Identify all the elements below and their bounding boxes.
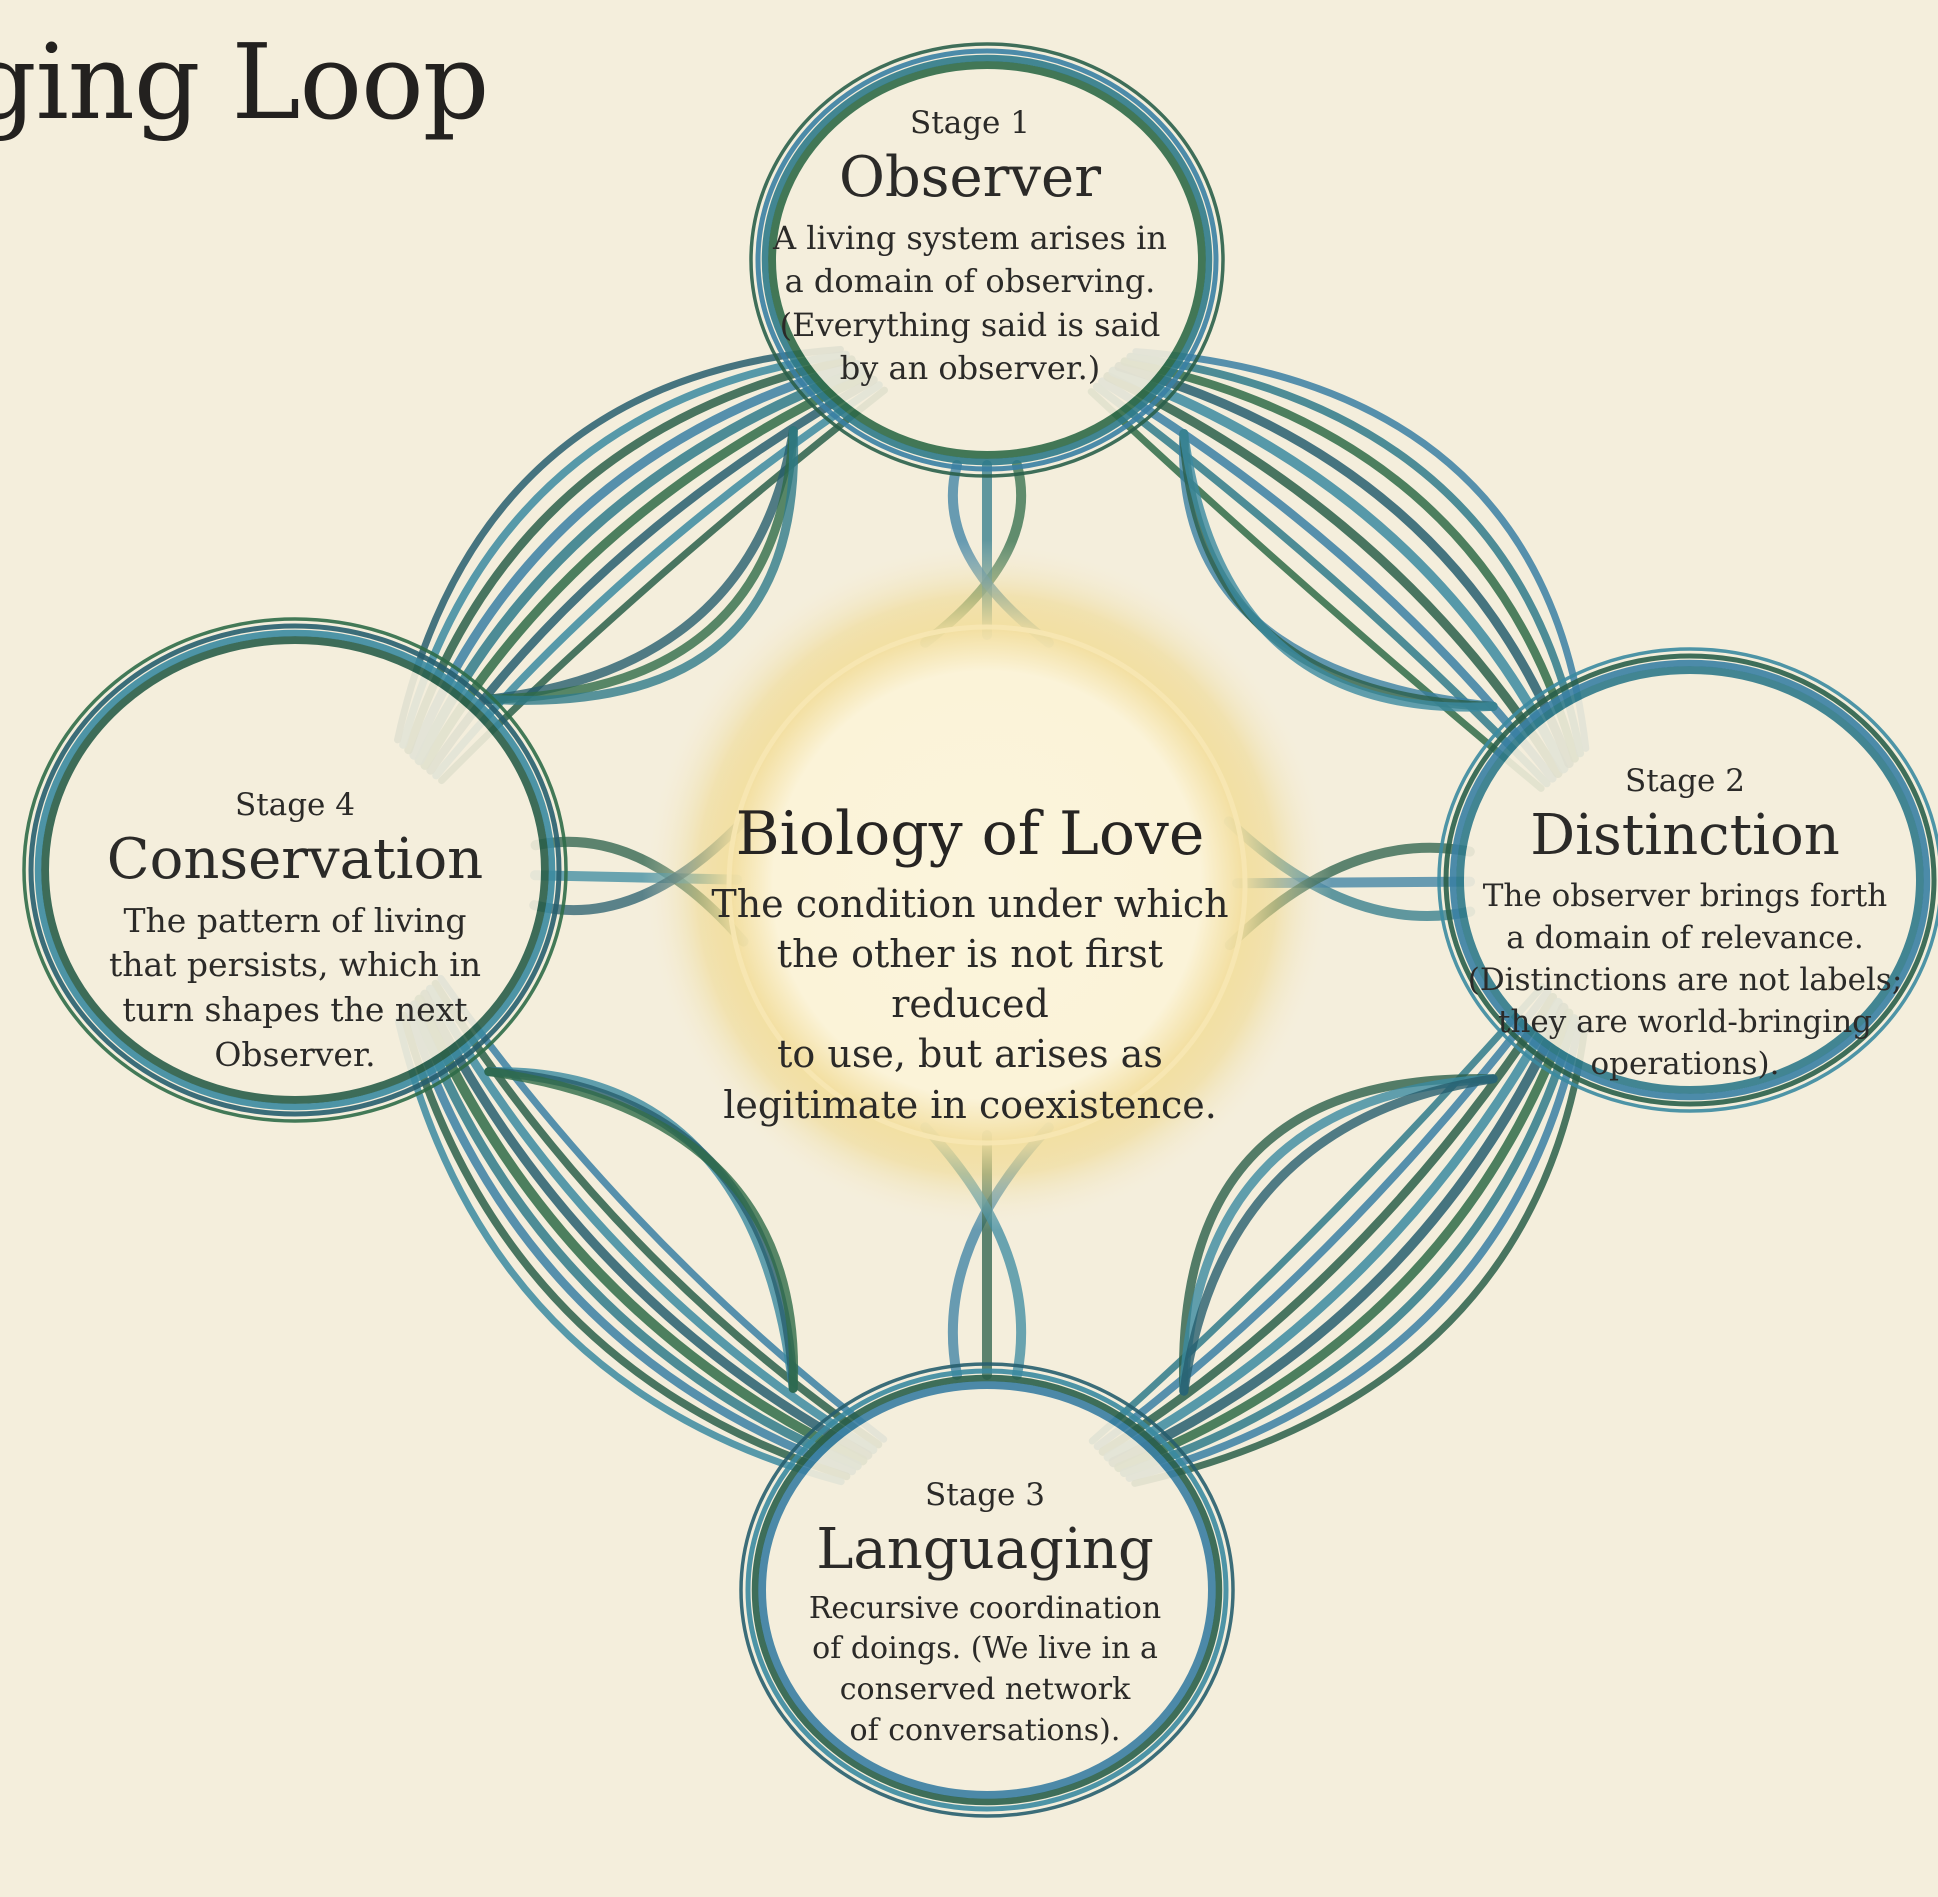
- stage-description: The pattern of living that persists, whi…: [108, 900, 482, 1075]
- strand: [1132, 348, 1590, 752]
- lobe-outline: [34, 629, 556, 1111]
- strand: [1120, 357, 1579, 763]
- lobe-outline: [758, 1381, 1216, 1799]
- strand: [1179, 1074, 1498, 1396]
- diagram-title: ging Loop: [0, 21, 489, 143]
- lobe-outline: [22, 617, 568, 1123]
- strand: [409, 1000, 862, 1471]
- strand: [1098, 992, 1558, 1456]
- strand: [1131, 1025, 1589, 1487]
- stage-name: Distinction: [1530, 803, 1840, 869]
- strand: [431, 979, 883, 1449]
- lobe-outline: [41, 636, 549, 1104]
- stage-label: Stage 1: [910, 105, 1030, 141]
- lobe-outline: [745, 1368, 1229, 1812]
- strand: [394, 1017, 845, 1486]
- center-title: Biology of Love: [735, 799, 1205, 869]
- stage-label: Stage 3: [925, 1477, 1045, 1513]
- lobe-outline: [1456, 666, 1924, 1094]
- strand: [425, 984, 878, 1455]
- strand: [420, 989, 873, 1460]
- stage-name: Conservation: [106, 827, 484, 893]
- strand: [399, 1011, 851, 1481]
- stage-distinction-node: Stage 2 Distinction The observer brings …: [1450, 763, 1920, 1085]
- stage-description: Recursive coordination of doings. (We li…: [808, 1590, 1162, 1748]
- lobe-outline: [761, 54, 1213, 466]
- strand: [1108, 1002, 1569, 1468]
- strand: [1179, 1074, 1498, 1396]
- strand: [1114, 1008, 1574, 1473]
- stage-name: Languaging: [816, 1517, 1154, 1583]
- strand: [437, 974, 888, 1443]
- strand: [1093, 988, 1552, 1451]
- strand: [484, 426, 799, 705]
- strand: [404, 1005, 857, 1476]
- lobe-outline: [768, 61, 1206, 459]
- strand: [1126, 352, 1585, 758]
- lobe-outline: [739, 1362, 1235, 1818]
- lobe-outline: [751, 1374, 1223, 1806]
- stage-languaging-node: Stage 3 Languaging Recursive coordinatio…: [770, 1477, 1200, 1752]
- lobe-outline: [749, 42, 1225, 478]
- strand: [484, 1067, 799, 1393]
- center-ring: [726, 624, 1248, 1146]
- strand: [1179, 429, 1498, 712]
- center-node: Biology of Love The condition under whic…: [700, 800, 1240, 1130]
- strand: [404, 355, 856, 755]
- stage-name: Observer: [839, 145, 1101, 211]
- strand: [1103, 371, 1563, 779]
- strand: [1098, 377, 1557, 783]
- stage-label: Stage 2: [1625, 763, 1745, 799]
- strand: [1179, 1074, 1498, 1396]
- strand: [1114, 361, 1574, 769]
- strand: [1119, 1014, 1579, 1478]
- stage-label: Stage 4: [235, 787, 355, 823]
- strand: [1108, 366, 1569, 774]
- stage-conservation-node: Stage 4 Conservation The pattern of livi…: [75, 787, 515, 1078]
- lobe-outline: [1437, 647, 1938, 1113]
- lobe-outline: [28, 623, 562, 1117]
- lobe-outline: [1443, 653, 1937, 1107]
- strand: [1088, 983, 1546, 1445]
- stage-description: A living system arises in a domain of ob…: [773, 218, 1167, 388]
- center-glow: [642, 540, 1332, 1230]
- strand: [414, 994, 868, 1466]
- strand: [394, 345, 844, 744]
- strand: [1103, 997, 1563, 1462]
- strand: [484, 426, 798, 704]
- strand: [1092, 382, 1551, 788]
- stage-lobes: [22, 42, 1938, 1818]
- lobe-outline: [1449, 659, 1931, 1101]
- center-description: The condition under which the other is n…: [711, 882, 1229, 1127]
- strand: [1087, 388, 1545, 792]
- strand: [1125, 1019, 1584, 1482]
- stage-description: The observer brings forth a domain of re…: [1467, 877, 1903, 1083]
- stage-observer-node: Stage 1 Observer A living system arises …: [760, 105, 1180, 391]
- strand: [484, 426, 798, 704]
- lobe-outline: [755, 48, 1219, 472]
